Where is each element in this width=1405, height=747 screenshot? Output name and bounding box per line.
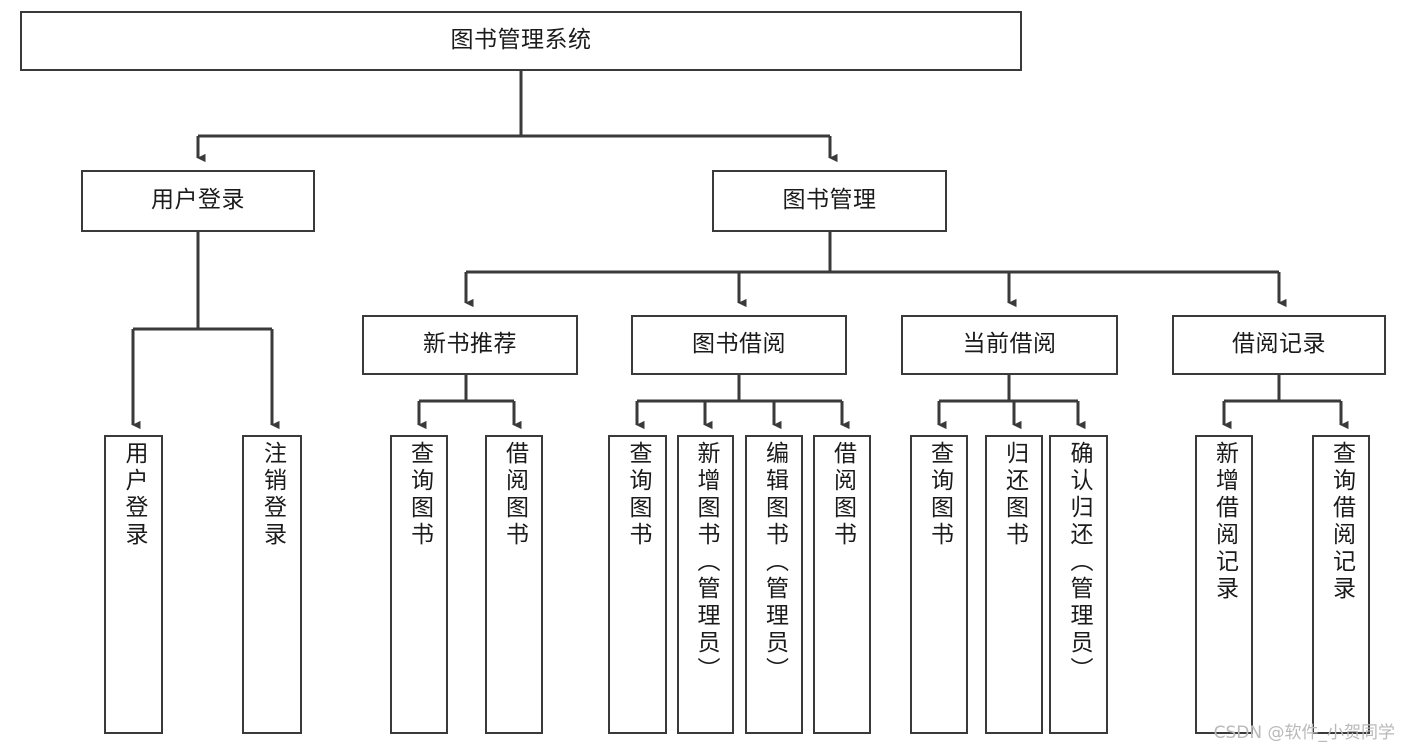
node-leaf-user-login[interactable]: 用户登录 [104, 435, 163, 734]
node-leaf-query-book-2-label: 查询图书 [625, 441, 651, 549]
node-leaf-borrow-book-1[interactable]: 借阅图书 [485, 435, 543, 734]
node-root-label: 图书管理系统 [450, 27, 592, 54]
node-leaf-return-book-label: 归还图书 [1001, 441, 1028, 549]
node-leaf-query-book-1-label: 查询图书 [406, 441, 433, 549]
node-leaf-logout-label: 注销登录 [259, 441, 286, 549]
node-book-borrowing-label: 图书借阅 [692, 331, 786, 358]
node-new-book-recommendation-label: 新书推荐 [423, 331, 517, 358]
node-leaf-add-borrow-record-label: 新增借阅记录 [1211, 441, 1238, 603]
node-leaf-confirm-return-admin[interactable]: 确认归还（管理员） [1049, 435, 1108, 734]
node-root-book-management-system[interactable]: 图书管理系统 [20, 11, 1022, 71]
node-leaf-query-book-2[interactable]: 查询图书 [608, 435, 667, 734]
node-leaf-query-borrow-record-label: 查询借阅记录 [1328, 441, 1355, 603]
node-current-borrowing-label: 当前借阅 [962, 331, 1057, 358]
node-leaf-borrow-book-1-label: 借阅图书 [501, 441, 528, 549]
node-leaf-return-book[interactable]: 归还图书 [985, 435, 1043, 734]
node-leaf-add-book-admin-label: 新增图书（管理员） [693, 441, 719, 684]
node-leaf-confirm-return-admin-label: 确认归还（管理员） [1066, 441, 1092, 684]
node-leaf-query-book-3[interactable]: 查询图书 [910, 435, 968, 734]
node-leaf-add-borrow-record[interactable]: 新增借阅记录 [1195, 435, 1253, 734]
node-leaf-borrow-book-2-label: 借阅图书 [829, 441, 856, 549]
node-book-management-label: 图书管理 [782, 187, 877, 214]
node-leaf-edit-book-admin[interactable]: 编辑图书（管理员） [745, 435, 803, 734]
node-user-login[interactable]: 用户登录 [81, 170, 315, 232]
node-book-management[interactable]: 图书管理 [712, 170, 947, 232]
node-leaf-query-borrow-record[interactable]: 查询借阅记录 [1312, 435, 1370, 734]
node-leaf-add-book-admin[interactable]: 新增图书（管理员） [677, 435, 734, 734]
node-leaf-borrow-book-2[interactable]: 借阅图书 [813, 435, 871, 734]
node-leaf-query-book-1[interactable]: 查询图书 [390, 435, 448, 734]
node-borrowing-record-label: 借阅记录 [1232, 331, 1326, 358]
node-current-borrowing[interactable]: 当前借阅 [901, 315, 1118, 375]
node-leaf-user-login-label: 用户登录 [121, 441, 147, 549]
node-user-login-label: 用户登录 [151, 187, 245, 214]
node-leaf-edit-book-admin-label: 编辑图书（管理员） [761, 441, 788, 684]
node-borrowing-record[interactable]: 借阅记录 [1172, 315, 1386, 375]
node-leaf-logout[interactable]: 注销登录 [242, 435, 302, 734]
node-leaf-query-book-3-label: 查询图书 [926, 441, 953, 549]
node-new-book-recommendation[interactable]: 新书推荐 [362, 315, 578, 375]
node-book-borrowing[interactable]: 图书借阅 [631, 315, 847, 375]
